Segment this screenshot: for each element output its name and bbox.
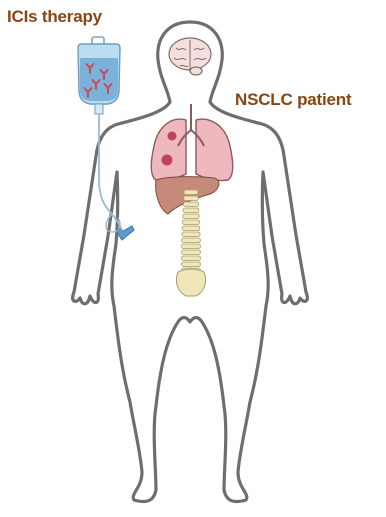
lung-tumor-1 bbox=[168, 132, 177, 141]
vertebra bbox=[182, 256, 201, 261]
brain-stem bbox=[190, 67, 202, 75]
drip-chamber bbox=[95, 104, 103, 114]
vertebra bbox=[183, 220, 200, 225]
pelvis bbox=[176, 269, 205, 296]
vertebra bbox=[182, 250, 201, 255]
vertebra bbox=[182, 226, 200, 231]
vertebra bbox=[182, 232, 200, 237]
vertebra bbox=[182, 262, 201, 267]
vertebra bbox=[183, 202, 198, 207]
vertebra bbox=[184, 196, 199, 201]
vertebra bbox=[183, 208, 199, 213]
vertebra bbox=[184, 190, 198, 195]
vertebra bbox=[183, 214, 199, 219]
vertebra bbox=[182, 244, 201, 249]
vertebra bbox=[182, 238, 201, 243]
lung-tumor-2 bbox=[162, 155, 173, 166]
